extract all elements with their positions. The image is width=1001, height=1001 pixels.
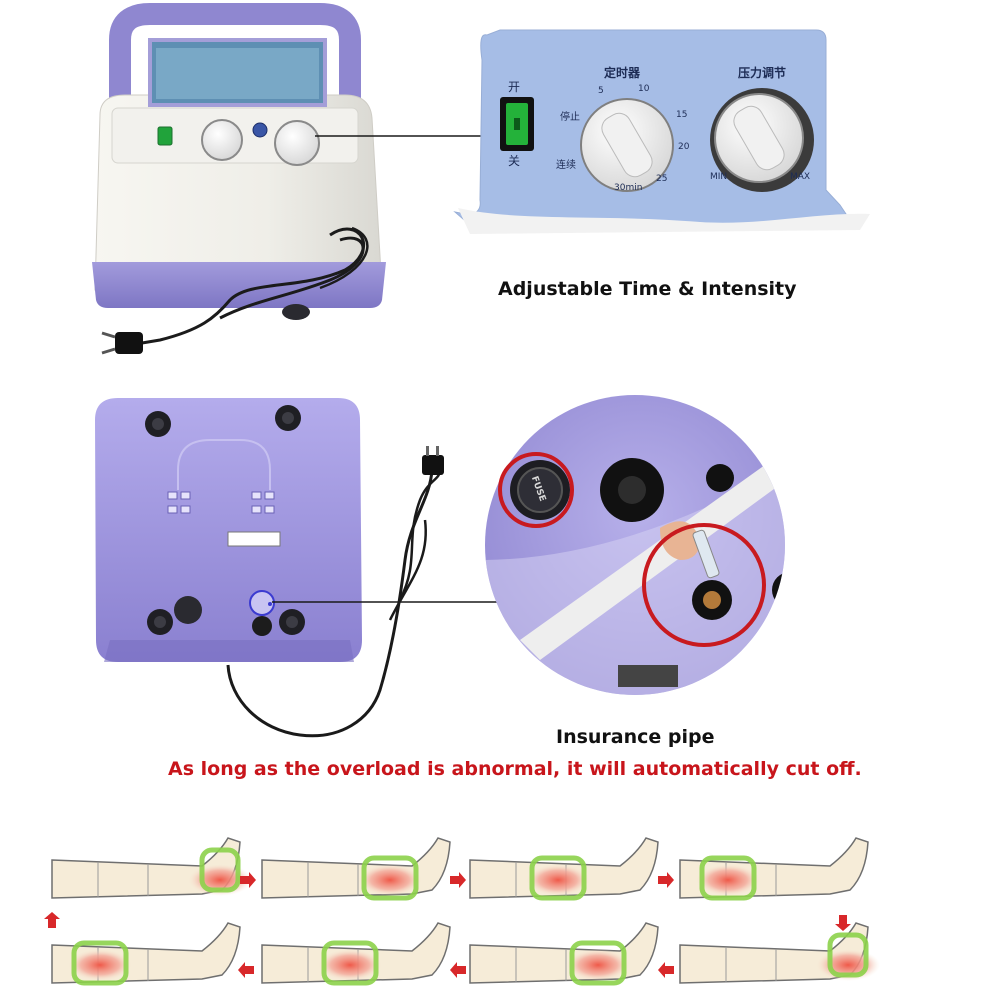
switch-on-label: 开	[508, 80, 521, 94]
sequence-arrow-2	[450, 872, 466, 888]
pressure-title: 压力调节	[738, 66, 787, 80]
leg-step-3	[469, 837, 659, 901]
sequence-arrow-1	[240, 872, 256, 888]
sequence-arrow-6	[450, 962, 466, 978]
pressure-min-label: MIN	[710, 172, 728, 182]
sequence-arrow-5	[658, 962, 674, 978]
leg-step-6	[469, 922, 659, 986]
fuse-zoom	[485, 395, 785, 695]
device-front	[92, 3, 386, 355]
timer-tick-25: 25	[656, 174, 668, 184]
timer-stop-label: 停止	[560, 112, 580, 123]
sequence-arrow-4	[835, 915, 851, 931]
leg-step-1	[51, 837, 252, 899]
leg-step-5	[679, 922, 880, 984]
timer-continuous-label: 连续	[556, 160, 576, 171]
leg-step-2	[261, 837, 451, 901]
device-bottom	[95, 398, 444, 738]
timer-title: 定时器	[604, 66, 641, 80]
leg-step-4	[679, 837, 869, 901]
caption-warning: As long as the overload is abnormal, it …	[168, 758, 862, 780]
caption-insurance: Insurance pipe	[556, 726, 715, 748]
leg-step-8	[51, 922, 241, 986]
switch-off-label: 关	[508, 154, 521, 168]
timer-tick-10: 10	[638, 84, 650, 94]
leg-step-7	[261, 922, 451, 986]
sequence-arrow-8	[44, 912, 60, 928]
sequence-arrow-7	[238, 962, 254, 978]
sequence-arrow-3	[658, 872, 674, 888]
caption-adjustable: Adjustable Time & Intensity	[498, 278, 797, 300]
timer-tick-20: 20	[678, 142, 690, 152]
control-panel-zoom	[453, 29, 870, 234]
timer-tick-15: 15	[676, 110, 688, 120]
timer-tick-30min: 30min	[614, 183, 643, 193]
pressure-max-label: MAX	[790, 172, 811, 182]
timer-tick-5: 5	[598, 86, 604, 96]
leg-sequence	[44, 837, 880, 986]
